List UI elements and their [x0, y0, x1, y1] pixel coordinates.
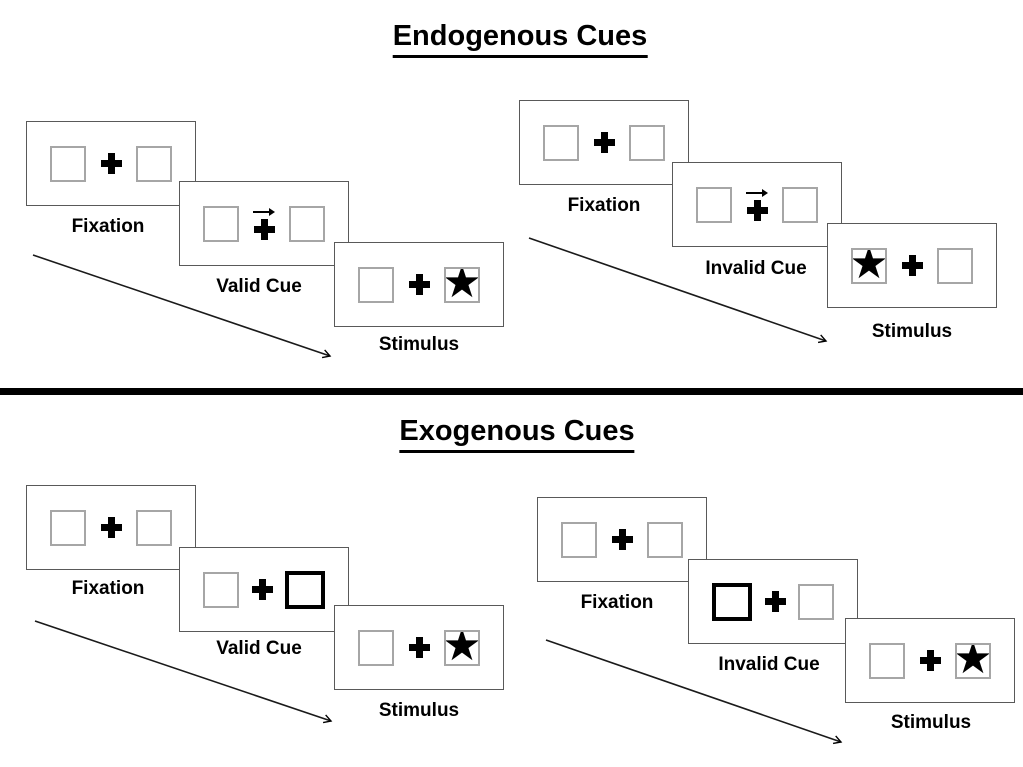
placeholder-box-left: [358, 266, 394, 303]
fixation-cross-icon: [100, 153, 122, 174]
panel-label: Invalid Cue: [718, 654, 820, 675]
fixation-cross-icon: [408, 637, 430, 658]
fixation-panel: [26, 121, 196, 206]
target-box: ★: [444, 266, 480, 303]
placeholder-box-right: [629, 124, 665, 161]
placeholder-box-right: [289, 205, 325, 242]
cue-panel: [179, 181, 349, 266]
section-title-endogenous: Endogenous Cues: [392, 20, 648, 58]
star-icon: ★: [955, 642, 991, 679]
star-icon: ★: [444, 629, 480, 666]
cue-panel: [179, 547, 349, 632]
cue-highlight-box: [285, 570, 325, 609]
placeholder-box-left: [543, 124, 579, 161]
panel-label: Valid Cue: [216, 638, 302, 659]
placeholder-box-left: [203, 571, 239, 608]
fixation-panel: [537, 497, 707, 582]
placeholder-box-right: [798, 583, 834, 620]
panel-label: Fixation: [71, 216, 145, 237]
stimulus-panel: ★: [845, 618, 1015, 703]
sequence-arrow-endogenous-invalid: [528, 237, 828, 344]
cue-direction-arrow-icon: [253, 208, 275, 217]
placeholder-box-left: [358, 629, 394, 666]
placeholder-box-right: [647, 521, 683, 558]
fixation-cross-icon: [253, 218, 275, 240]
placeholder-box-right: [782, 186, 818, 223]
target-box: ★: [955, 642, 991, 679]
cue-direction-arrow-icon: [746, 189, 768, 198]
placeholder-box-left: [696, 186, 732, 223]
cue-group: [746, 189, 768, 221]
fixation-cross-icon: [408, 274, 430, 295]
fixation-cross-icon: [251, 579, 273, 600]
fixation-cross-icon: [593, 132, 615, 153]
placeholder-box-left: [869, 642, 905, 679]
fixation-cross-icon: [746, 199, 768, 221]
stimulus-panel: ★: [827, 223, 997, 308]
panel-label: Stimulus: [378, 334, 460, 355]
panel-label: Stimulus: [890, 712, 972, 733]
placeholder-box-right: [937, 247, 973, 284]
fixation-cross-icon: [764, 591, 786, 612]
fixation-panel: [519, 100, 689, 185]
placeholder-box-left: [203, 205, 239, 242]
fixation-cross-icon: [919, 650, 941, 671]
placeholder-box-right: [136, 145, 172, 182]
placeholder-box-left: [50, 145, 86, 182]
cue-panel: [688, 559, 858, 644]
sequence-arrow-exogenous-valid: [34, 620, 333, 724]
fixation-cross-icon: [901, 255, 923, 276]
stimulus-panel: ★: [334, 242, 504, 327]
placeholder-box-left: [561, 521, 597, 558]
stimulus-panel: ★: [334, 605, 504, 690]
panel-label: Valid Cue: [216, 276, 302, 297]
cue-highlight-box: [712, 582, 752, 621]
placeholder-box-right: [136, 509, 172, 546]
fixation-cross-icon: [100, 517, 122, 538]
cue-panel: [672, 162, 842, 247]
panel-label: Invalid Cue: [705, 258, 807, 279]
star-icon: ★: [851, 247, 887, 284]
target-box: ★: [851, 247, 887, 284]
target-box: ★: [444, 629, 480, 666]
sequence-arrow-endogenous-valid: [32, 254, 332, 359]
cue-group: [253, 208, 275, 240]
panel-label: Stimulus: [871, 321, 953, 342]
panel-label: Stimulus: [378, 700, 460, 721]
section-divider: [0, 388, 1023, 395]
fixation-panel: [26, 485, 196, 570]
placeholder-box-left: [50, 509, 86, 546]
section-title-exogenous: Exogenous Cues: [399, 415, 635, 453]
fixation-cross-icon: [611, 529, 633, 550]
panel-label: Fixation: [567, 195, 641, 216]
panel-label: Fixation: [71, 578, 145, 599]
star-icon: ★: [444, 266, 480, 303]
panel-label: Fixation: [580, 592, 654, 613]
